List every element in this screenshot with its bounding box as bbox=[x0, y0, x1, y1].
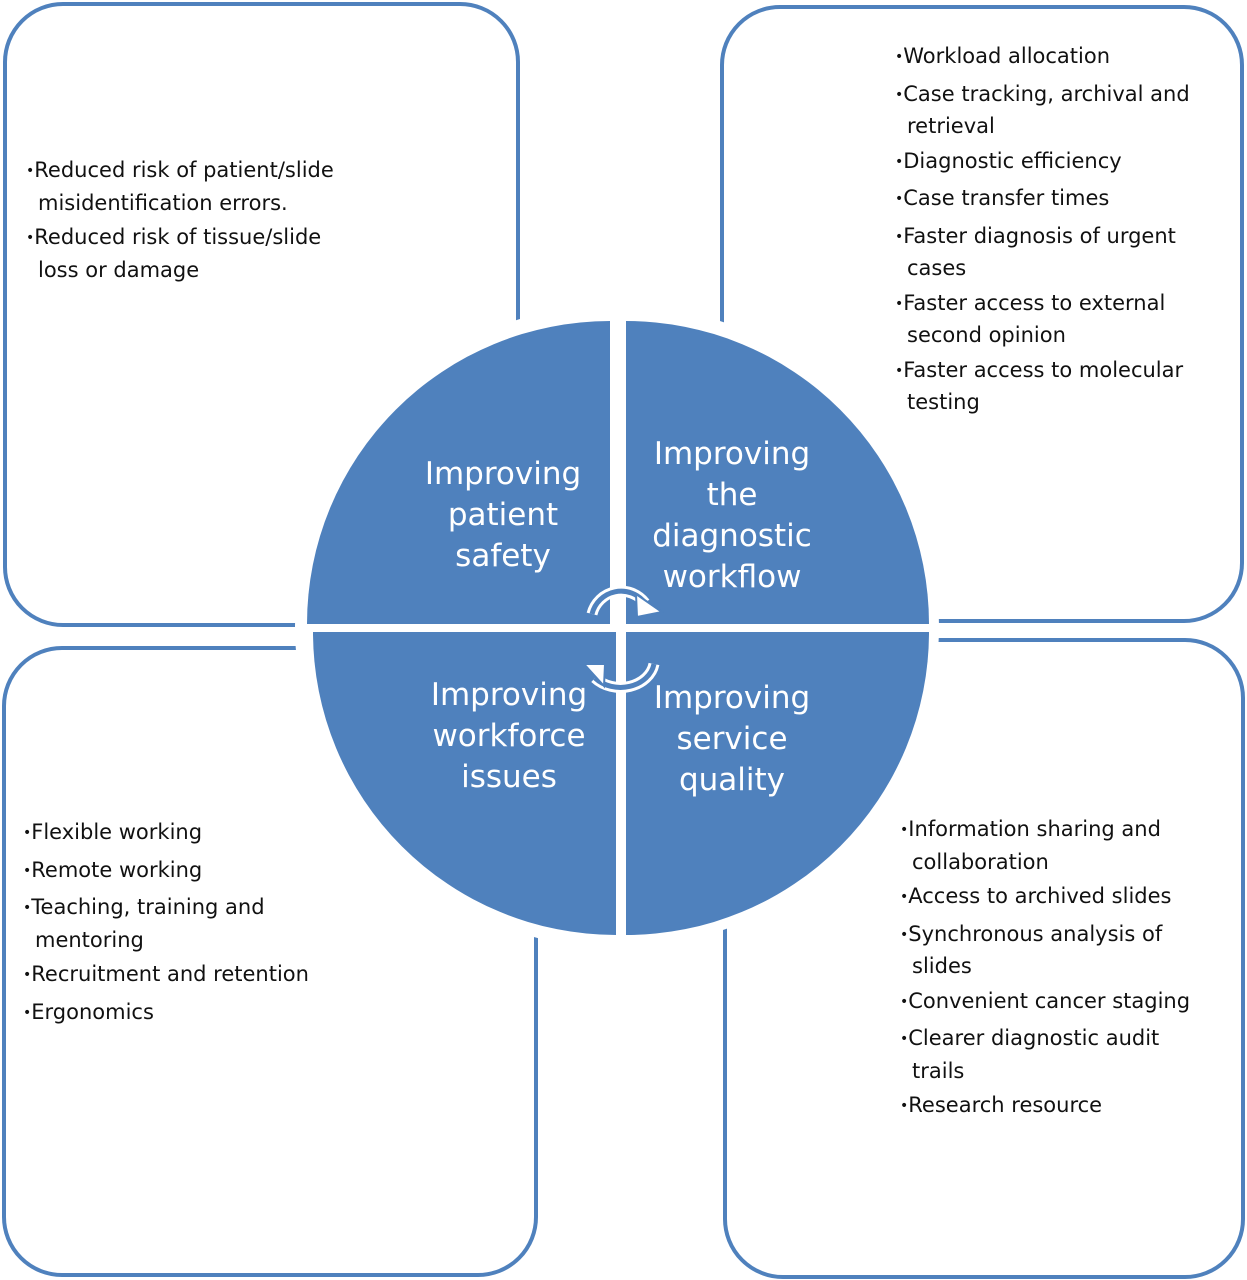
list-item: Faster access to external second opinion bbox=[895, 289, 1215, 351]
label-line: issues bbox=[461, 759, 557, 795]
service-quality-label: Improving service quality bbox=[617, 678, 847, 801]
patient-safety-list: Reduced risk of patient/slide misidentif… bbox=[26, 156, 346, 290]
label-line: workflow bbox=[662, 559, 802, 595]
patient-safety-label: Improving patient safety bbox=[388, 454, 618, 577]
cycle-arrow-top-icon bbox=[586, 585, 665, 619]
wheel-backdrop bbox=[295, 304, 939, 948]
list-item: Flexible working bbox=[23, 818, 353, 851]
list-item: Faster access to molecular testing bbox=[895, 356, 1215, 418]
list-item: Diagnostic efficiency bbox=[895, 147, 1215, 180]
list-item: Faster diagnosis of urgent cases bbox=[895, 222, 1215, 284]
list-item: Workload allocation bbox=[895, 42, 1215, 75]
label-line: Improving bbox=[430, 677, 588, 713]
list-item: Information sharing and collaboration bbox=[900, 815, 1215, 877]
service-quality-list: Information sharing and collaboration Ac… bbox=[900, 815, 1215, 1129]
label-line: workforce bbox=[432, 718, 586, 754]
list-item: Remote working bbox=[23, 856, 353, 889]
label-line: patient bbox=[447, 497, 559, 533]
list-item: Recruitment and retention bbox=[23, 960, 353, 993]
label-line: diagnostic bbox=[652, 518, 812, 554]
list-item: Convenient cancer staging bbox=[900, 987, 1215, 1020]
list-item: Case transfer times bbox=[895, 184, 1215, 217]
label-line: safety bbox=[455, 538, 551, 574]
label-line: quality bbox=[678, 762, 786, 798]
list-item: Synchronous analysis of slides bbox=[900, 920, 1215, 982]
diagnostic-workflow-list: Workload allocation Case tracking, archi… bbox=[895, 42, 1215, 423]
label-line: Improving bbox=[424, 456, 582, 492]
cycle-arrow-bottom-icon bbox=[581, 662, 660, 693]
label-line: service bbox=[676, 721, 788, 757]
list-item: Reduced risk of tissue/slide loss or dam… bbox=[26, 223, 346, 285]
quadrant-service-quality bbox=[626, 632, 929, 935]
list-item: Clearer diagnostic audit trails bbox=[900, 1024, 1215, 1086]
quadrant-diagnostic-workflow bbox=[626, 321, 929, 624]
list-item: Research resource bbox=[900, 1091, 1215, 1124]
list-item: Ergonomics bbox=[23, 998, 353, 1031]
diagnostic-workflow-label: Improving the diagnostic workflow bbox=[617, 434, 847, 598]
list-item: Access to archived slides bbox=[900, 882, 1215, 915]
list-item: Case tracking, archival and retrieval bbox=[895, 80, 1215, 142]
label-line: the bbox=[706, 477, 758, 513]
quadrant-workforce-issues bbox=[313, 632, 616, 935]
label-line: Improving bbox=[653, 680, 811, 716]
workforce-issues-list: Flexible working Remote working Teaching… bbox=[23, 818, 353, 1035]
list-item: Reduced risk of patient/slide misidentif… bbox=[26, 156, 346, 218]
list-item: Teaching, training and mentoring bbox=[23, 893, 353, 955]
workforce-issues-label: Improving workforce issues bbox=[394, 675, 624, 798]
label-line: Improving bbox=[653, 436, 811, 472]
quadrant-patient-safety bbox=[307, 321, 610, 624]
